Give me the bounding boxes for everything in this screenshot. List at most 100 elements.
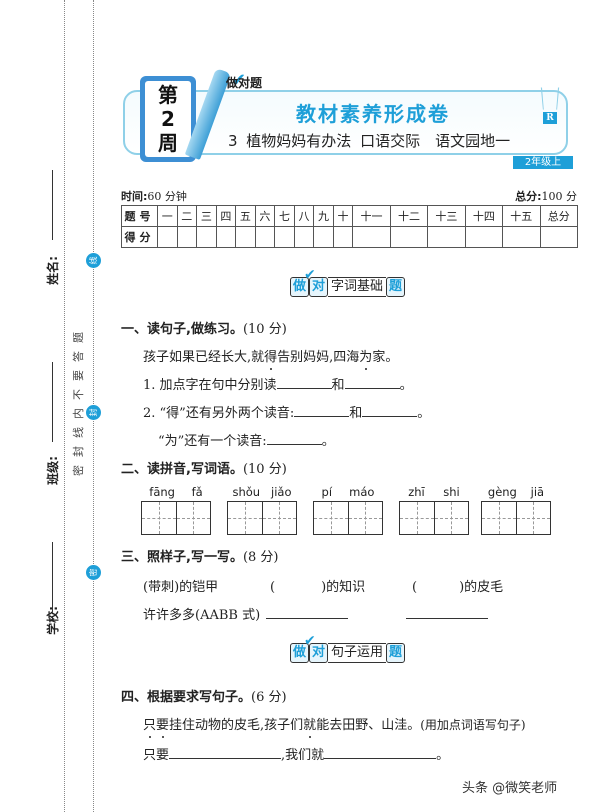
exam-title: 教材素养形成卷: [296, 102, 450, 126]
answer-blank[interactable]: [324, 745, 437, 759]
answer-blank[interactable]: [276, 375, 332, 389]
question-text: 四、根据要求写句子。: [121, 690, 252, 705]
score-cell[interactable]: [502, 226, 541, 248]
question-points: (10 分): [242, 462, 287, 477]
answer-blank[interactable]: [344, 375, 400, 389]
question-2-title: 二、读拼音,写词语。(10 分): [121, 458, 287, 477]
col-header: 十四: [464, 205, 504, 227]
grade-tag: 2年级上: [513, 156, 573, 169]
writing-grid[interactable]: [227, 501, 297, 535]
dotted-char: 就: [303, 718, 317, 733]
text: 和: [349, 406, 363, 421]
answer-blank[interactable]: [294, 403, 350, 417]
tag-string-icon: [540, 87, 560, 110]
seal-char: 不: [71, 389, 85, 400]
seal-char: 内: [71, 408, 85, 419]
score-cell[interactable]: [427, 226, 466, 248]
writing-grid[interactable]: [141, 501, 211, 535]
score-cell[interactable]: [254, 226, 276, 248]
dotted-char: 为: [359, 350, 373, 365]
answer-blank[interactable]: [362, 403, 418, 417]
writing-grid[interactable]: [481, 501, 551, 535]
section-banner-basics: ✔ 做 对 字词基础 题: [290, 267, 406, 298]
score-cell[interactable]: [176, 226, 198, 248]
instruction-note: (用加点词语写句子): [420, 718, 526, 732]
score-cell[interactable]: [464, 226, 504, 248]
answer-blank[interactable]: [266, 431, 322, 445]
pinyin: fǎ: [191, 485, 203, 499]
text: 。: [436, 748, 450, 763]
exam-subtitle: 3 植物妈妈有办法 口语交际 语文园地一: [228, 132, 511, 150]
col-header: 十一: [352, 205, 391, 227]
banner-char: 题: [386, 277, 406, 297]
pinyin: máo: [349, 485, 375, 499]
text: 孩子如果已经长大,就: [143, 350, 265, 365]
text: 和: [331, 378, 345, 393]
school-field[interactable]: [52, 542, 53, 612]
pinyin: jiā: [530, 485, 545, 499]
question-points: (8 分): [242, 550, 279, 565]
col-header: 十五: [502, 205, 541, 227]
score-cell[interactable]: [274, 226, 295, 248]
total-label: 总分:: [515, 190, 542, 203]
class-field[interactable]: [52, 362, 53, 442]
score-cell[interactable]: [235, 226, 256, 248]
text: 能去田野、山洼。: [316, 718, 421, 733]
q1-sentence: 孩子如果已经长大,就得告别妈妈,四海为家。: [143, 346, 398, 365]
text: 挂住动物的皮毛,孩子们: [169, 718, 304, 733]
pinyin: zhī: [408, 485, 425, 499]
question-1-title: 一、读句子,做练习。(10 分): [121, 318, 287, 337]
question-points: (6 分): [251, 690, 287, 705]
pinyin: fāng: [149, 485, 175, 499]
seal-line-notice: 题 答 要 不 内 线 封 密: [70, 328, 86, 480]
name-field[interactable]: [52, 170, 53, 240]
score-cell[interactable]: [539, 226, 578, 248]
pinyin: pí: [321, 485, 333, 499]
score-cell[interactable]: [332, 226, 354, 248]
answer-blank[interactable]: [266, 605, 349, 619]
score-cell[interactable]: [196, 226, 217, 248]
score-table: 题号 一 二 三 四 五 六 七 八 九 十 十一 十二 十三 十四 十五 总分…: [121, 205, 578, 248]
seal-char: 封: [71, 446, 85, 457]
time-info: 时间:60 分钟: [121, 188, 187, 204]
banner-title: 句子运用: [328, 643, 387, 663]
score-cell[interactable]: [215, 226, 237, 248]
col-header: 九: [313, 205, 334, 227]
writing-grid[interactable]: [313, 501, 383, 535]
writing-grid[interactable]: [399, 501, 469, 535]
q1-item-1: 1. 加点字在句中分别读和。: [143, 374, 413, 393]
col-header: 二: [176, 205, 198, 227]
time-label: 时间:: [121, 190, 148, 203]
text: )的皮毛: [459, 580, 504, 595]
q1-item-2: 2. “得”还有另外两个读音:和。: [143, 402, 430, 421]
col-header: 六: [254, 205, 276, 227]
answer-blank[interactable]: [169, 745, 282, 759]
answer-blank[interactable]: [406, 605, 489, 619]
score-cell[interactable]: [157, 226, 178, 248]
score-cell[interactable]: [352, 226, 391, 248]
q3-aabb: 许许多多(AABB 式): [143, 604, 489, 623]
score-cell[interactable]: [313, 226, 334, 248]
total-info: 总分:100 分: [515, 188, 577, 204]
text: “为”还有一个读音:: [158, 434, 267, 449]
section-banner-sentences: ✔ 做 对 句子运用 题: [290, 633, 406, 664]
seal-dot-seal: 封: [86, 405, 101, 420]
score-cell[interactable]: [293, 226, 315, 248]
question-3-title: 三、照样子,写一写。(8 分): [121, 546, 279, 565]
col-header: 十二: [389, 205, 429, 227]
col-header: 五: [235, 205, 256, 227]
seal-char: 题: [71, 332, 85, 343]
text: 。: [417, 406, 431, 421]
banner-char: 做: [290, 277, 310, 297]
banner-char: 做: [290, 643, 310, 663]
text: 。: [399, 378, 413, 393]
dotted-char: 要: [156, 718, 170, 733]
q3-item-b: ()的皮毛: [412, 576, 503, 595]
dotted-char: 只: [143, 718, 157, 733]
banner-title: 字词基础: [328, 277, 387, 297]
col-header: 十: [332, 205, 354, 227]
score-cell[interactable]: [389, 226, 429, 248]
banner-char: 题: [386, 643, 406, 663]
checkmark-icon: ✔: [304, 633, 316, 649]
